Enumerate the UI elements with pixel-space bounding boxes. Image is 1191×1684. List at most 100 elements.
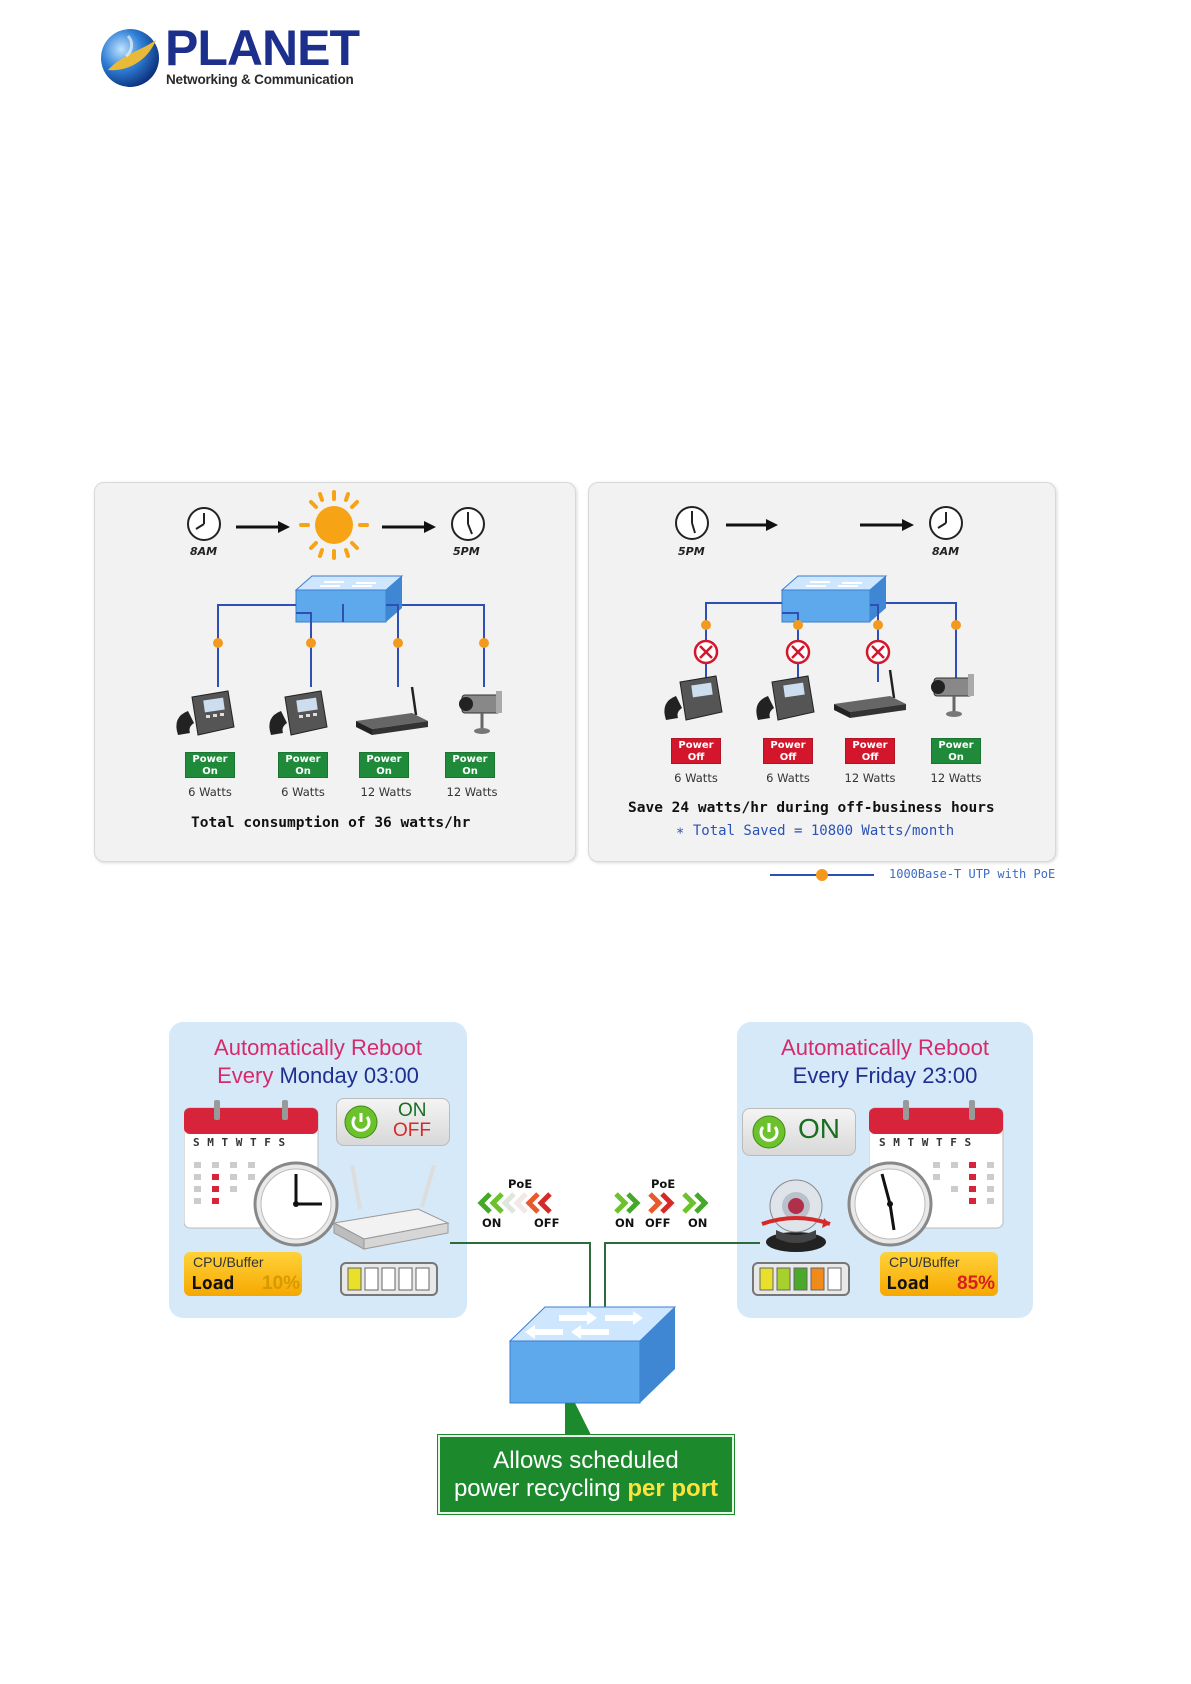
start-time-label: 5PM <box>678 545 705 558</box>
wireless-router-icon <box>332 1165 450 1250</box>
switch-on-label: ON <box>798 1113 840 1144</box>
scheduled-recycling-banner: Allows scheduled power recycling per por… <box>437 1434 735 1515</box>
ip-camera-icon <box>931 674 974 717</box>
poe-direction-arrows-icon <box>477 1192 552 1214</box>
poe-direction-arrows-icon <box>614 1192 709 1214</box>
left-reboot-title: Automatically Reboot Every Monday 03:00 <box>214 1035 422 1088</box>
cpu-buffer-label: CPU/Buffer <box>889 1254 960 1270</box>
load-meter-segment <box>398 1267 413 1291</box>
load-meter <box>752 1262 850 1296</box>
poe-on-label: ON <box>688 1216 708 1230</box>
day-consumption-caption: Total consumption of 36 watts/hr <box>191 815 471 831</box>
cpu-load-widget <box>184 1252 302 1296</box>
ip-phone-icon <box>176 690 235 736</box>
legend-label: 1000Base-T UTP with PoE <box>889 867 1056 881</box>
cpu-buffer-label: CPU/Buffer <box>193 1254 264 1270</box>
end-time-label: 5PM <box>453 545 480 558</box>
clock-icon <box>847 1161 933 1247</box>
load-value: 85% <box>957 1273 996 1294</box>
moon-icon <box>807 496 848 551</box>
load-value: 10% <box>262 1273 301 1294</box>
poe-on-label: ON <box>482 1216 502 1230</box>
device-watts-label: 12 Watts <box>930 771 982 785</box>
arrow-right-icon <box>236 521 290 533</box>
load-meter-segment <box>347 1267 362 1291</box>
night-savings-caption: Save 24 watts/hr during off-business hou… <box>628 800 995 816</box>
load-meter-segment <box>810 1267 825 1291</box>
load-meter-segment <box>793 1267 808 1291</box>
power-off-x-icon <box>693 639 719 665</box>
poe-switch-icon <box>508 1306 677 1443</box>
load-meter-segment <box>759 1267 774 1291</box>
load-meter-segment <box>827 1267 842 1291</box>
poe-dot-icons <box>701 620 961 630</box>
poe-link-lines <box>217 604 485 687</box>
power-button-icon <box>752 1115 786 1149</box>
brand-tagline: Networking & Communication <box>166 72 354 87</box>
wireless-ap-icon <box>356 686 428 735</box>
start-time-label: 8AM <box>190 545 218 558</box>
right-reboot-title: Automatically Reboot Every Friday 23:00 <box>781 1035 989 1088</box>
device-watts-label: 12 Watts <box>446 785 498 799</box>
dome-camera-icon <box>761 1179 831 1252</box>
night-schedule-panel <box>588 482 1056 862</box>
ip-phone-icon <box>269 690 328 736</box>
load-meter-segment <box>776 1267 791 1291</box>
switch-on-label: ON <box>398 1100 427 1121</box>
poe-off-label: OFF <box>534 1216 560 1230</box>
monthly-savings-caption: ∗ Total Saved = 10800 Watts/month <box>676 823 955 839</box>
day-topology-graphic <box>176 490 502 736</box>
switch-off-label: OFF <box>393 1120 431 1141</box>
load-meter <box>340 1262 438 1296</box>
cpu-load-widget <box>880 1252 998 1296</box>
end-time-label: 8AM <box>932 545 960 558</box>
wireless-ap-icon <box>834 669 906 718</box>
calendar-weekdays: S M T W T F S <box>879 1136 972 1149</box>
device-watts-label: 12 Watts <box>360 785 412 799</box>
load-meter-segment <box>415 1267 430 1291</box>
day-schedule-panel <box>94 482 576 862</box>
arrow-right-icon <box>726 519 778 531</box>
poe-on-label: ON <box>615 1216 635 1230</box>
poe-dot-icons <box>213 638 489 648</box>
power-button-icon <box>344 1105 378 1139</box>
device-watts-label: 6 Watts <box>766 771 810 785</box>
device-watts-label: 6 Watts <box>281 785 325 799</box>
load-meter-segment <box>364 1267 379 1291</box>
clock-icon <box>187 507 221 541</box>
device-watts-label: 6 Watts <box>188 785 232 799</box>
power-off-x-icon <box>865 639 891 665</box>
ip-camera-icon <box>459 691 502 734</box>
ip-phone-icon <box>756 675 815 721</box>
poe-link-legend-icon <box>770 869 874 881</box>
calendar-weekdays: S M T W T F S <box>193 1136 286 1149</box>
night-topology-graphic <box>664 496 974 721</box>
clock-icon <box>451 507 485 541</box>
brand-name: PLANET <box>165 20 360 76</box>
clock-icon <box>253 1161 339 1247</box>
poe-label: PoE <box>508 1177 533 1191</box>
load-label: Load <box>191 1273 235 1294</box>
load-meter-segment <box>381 1267 396 1291</box>
device-watts-label: 6 Watts <box>674 771 718 785</box>
load-label: Load <box>886 1273 930 1294</box>
device-watts-label: 12 Watts <box>844 771 896 785</box>
clock-icon <box>929 506 963 540</box>
arrow-right-icon <box>382 521 436 533</box>
clock-icon <box>675 506 709 540</box>
ip-phone-icon <box>664 675 723 721</box>
poe-label: PoE <box>651 1177 676 1191</box>
planet-globe-logo-icon <box>101 29 159 87</box>
poe-off-label: OFF <box>645 1216 671 1230</box>
sun-icon <box>299 490 369 560</box>
arrow-right-icon <box>860 519 914 531</box>
network-switch-icon <box>780 575 888 623</box>
